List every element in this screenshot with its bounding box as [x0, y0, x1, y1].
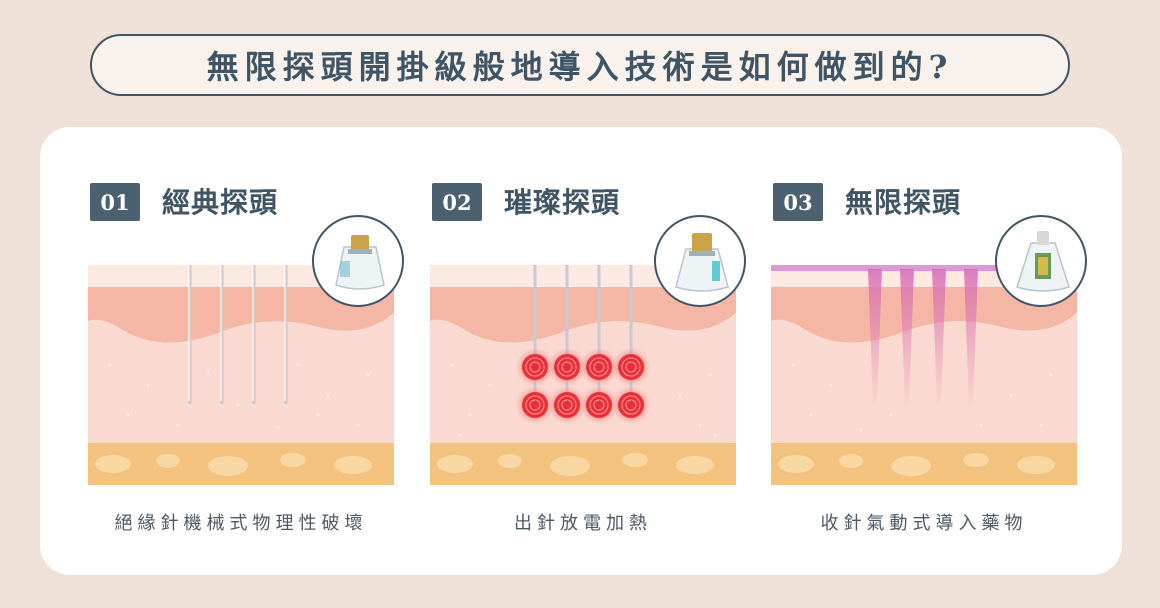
heat-zone [515, 385, 555, 425]
probe-image-classic [312, 215, 404, 307]
skin-diagram-brilliant [430, 265, 736, 485]
heat-zones [515, 347, 651, 425]
fat-cells [437, 453, 714, 476]
heat-zone [579, 347, 619, 387]
infusion-stream [900, 269, 914, 405]
panel-title-classic: 經典探頭 [162, 186, 279, 219]
heat-zone [547, 385, 587, 425]
comparison-card: 01 經典探頭 [40, 127, 1122, 575]
skin-diagram-classic [88, 265, 394, 485]
infusion-stream [932, 269, 946, 403]
panel-classic-probe: 01 經典探頭 [40, 127, 404, 575]
heat-zone [611, 347, 651, 387]
infusion-stream [868, 269, 882, 403]
heat-zone [547, 347, 587, 387]
heat-zone [579, 385, 619, 425]
epidermis-layer [771, 287, 1077, 343]
infusion-streams [868, 269, 978, 405]
dermis-layer [771, 313, 1077, 443]
step-badge-02: 02 [432, 183, 482, 221]
probe-tip [351, 235, 369, 251]
dermis-speckles [108, 363, 370, 429]
fat-cells [778, 453, 1055, 476]
dermis-speckles [450, 363, 717, 437]
title-banner: 無限探頭開掛級般地導入技術是如何做到的? [90, 34, 1070, 96]
panel-brilliant-probe: 02 璀璨探頭 [382, 127, 746, 575]
insulated-needles [188, 265, 288, 405]
page-title: 無限探頭開掛級般地導入技術是如何做到的? [206, 48, 954, 86]
step-badge-01: 01 [90, 183, 140, 221]
panel-infinite-probe: 03 無限探頭 [723, 127, 1087, 575]
probe-image-brilliant [654, 215, 746, 307]
probe-image-infinite [995, 215, 1087, 307]
dermis-speckles [791, 363, 1053, 432]
heat-zone [611, 385, 651, 425]
needle-highlights [188, 265, 286, 401]
infusion-stream [964, 269, 978, 405]
infusion-bar [771, 265, 1077, 271]
epidermis-layer [88, 287, 394, 343]
dermis-layer [88, 313, 394, 443]
probe-tip [1037, 231, 1049, 245]
fat-cells [95, 453, 372, 476]
step-badge-03: 03 [773, 183, 823, 221]
panel-caption-infinite: 收針氣動式導入藥物 [820, 513, 1028, 534]
panel-caption-classic: 絕緣針機械式物理性破壞 [114, 513, 368, 534]
panel-title-brilliant: 璀璨探頭 [504, 186, 621, 219]
skin-diagram-infinite [771, 265, 1077, 485]
heat-zone [515, 347, 555, 387]
panel-title-infinite: 無限探頭 [845, 186, 962, 219]
probe-tip [692, 233, 712, 253]
panel-caption-brilliant: 出針放電加熱 [514, 513, 652, 534]
epidermis-layer [430, 287, 736, 343]
